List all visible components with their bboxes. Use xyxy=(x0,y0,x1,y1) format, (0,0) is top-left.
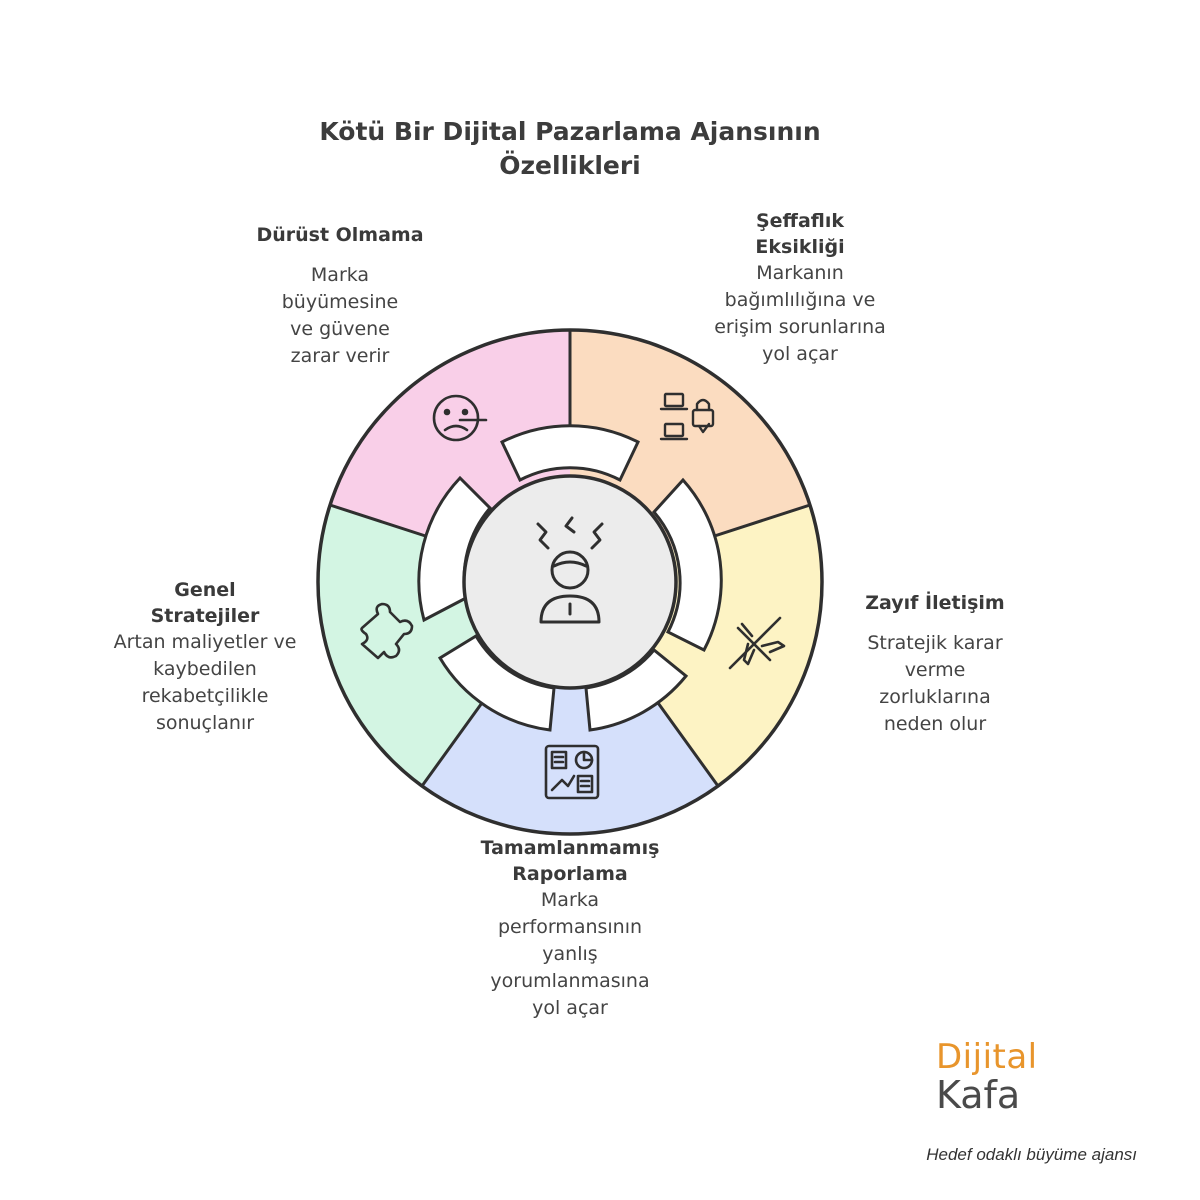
diagram-title: Kötü Bir Dijital Pazarlama Ajansının Öze… xyxy=(300,115,840,183)
callout-genel-heading: Genel Stratejiler xyxy=(145,577,265,629)
callout-seffaflik-body: Markanın bağımlılığına ve erişim sorunla… xyxy=(710,260,890,368)
brand-logo-line1: Dijital xyxy=(936,1040,1038,1074)
callout-durust: Dürüst Olmama Marka büyümesine ve güvene… xyxy=(230,222,450,370)
callout-raporlama: Tamamlanmamış Raporlama Marka performans… xyxy=(458,835,682,1022)
callout-durust-heading: Dürüst Olmama xyxy=(230,222,450,248)
callout-iletisim-body: Stratejik karar verme zorluklarına neden… xyxy=(855,630,1015,738)
center-circle xyxy=(464,476,676,688)
callout-raporlama-body: Marka performansının yanlış yorumlanması… xyxy=(475,887,665,1022)
callout-durust-body: Marka büyümesine ve güvene zarar verir xyxy=(270,262,410,370)
callout-raporlama-heading: Tamamlanmamış Raporlama xyxy=(458,835,682,887)
callout-genel-body: Artan maliyetler ve kaybedilen rekabetçi… xyxy=(105,629,305,737)
callout-genel: Genel Stratejiler Artan maliyetler ve ka… xyxy=(98,577,312,737)
callout-iletisim: Zayıf İletişim Stratejik karar verme zor… xyxy=(840,590,1030,738)
callout-seffaflik: Şeffaflık Eksikliği Markanın bağımlılığı… xyxy=(700,208,900,368)
brand-logo: Dijital Kafa xyxy=(936,1040,1038,1114)
brand-logo-line2: Kafa xyxy=(936,1076,1038,1114)
brand-tagline: Hedef odaklı büyüme ajansı xyxy=(760,1145,1137,1165)
callout-iletisim-heading: Zayıf İletişim xyxy=(840,590,1030,616)
callout-seffaflik-heading: Şeffaflık Eksikliği xyxy=(740,208,860,260)
